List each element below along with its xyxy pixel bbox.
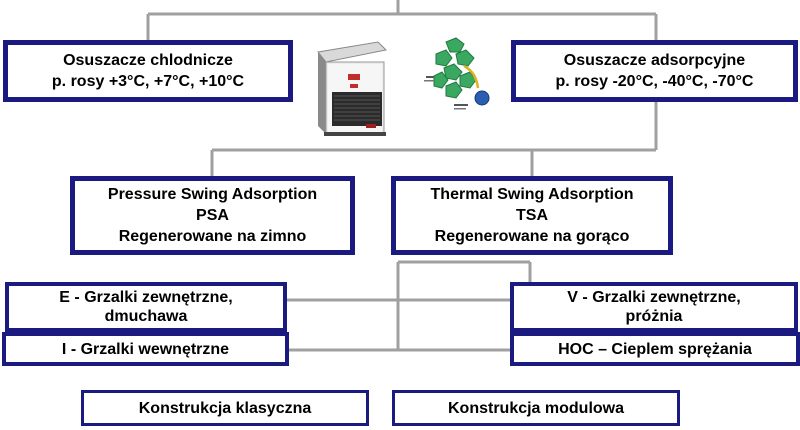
psa-regeneration: Regenerowane na zimno (118, 228, 307, 245)
tsa-title: Thermal Swing Adsorption (430, 186, 634, 203)
e-external-heaters-blower-box: E - Grzalki zewnętrzne, dmuchawa (5, 282, 287, 332)
adsorption-dew-points: p. rosy -20°C, -40°C, -70°C (555, 73, 754, 90)
hoc-box-label: HOC – Cieplem sprężania (558, 340, 752, 358)
v-box-line1: V - Grzalki zewnętrzne, (567, 289, 741, 306)
adsorbent-molecule-image (424, 37, 490, 110)
e-box-line2: dmuchawa (104, 308, 188, 325)
classic-construction-label: Konstrukcja klasyczna (138, 399, 312, 417)
modular-construction-box: Konstrukcja modulowa (392, 390, 680, 426)
classic-construction-box: Konstrukcja klasyczna (81, 390, 369, 426)
refrigeration-dryers-box: Osuszacze chlodnicze p. rosy +3°C, +7°C,… (3, 40, 293, 102)
dryer-unit-image (317, 41, 388, 136)
refrigeration-dew-points: p. rosy +3°C, +7°C, +10°C (51, 73, 245, 90)
psa-box: Pressure Swing Adsorption PSA Regenerowa… (70, 176, 355, 255)
refrigeration-dryers-title: Osuszacze chlodnicze (63, 52, 233, 69)
v-box-line2: próżnia (625, 308, 683, 325)
adsorption-dryers-title: Osuszacze adsorpcyjne (563, 52, 746, 69)
e-box-line1: E - Grzalki zewnętrzne, (59, 289, 233, 306)
i-internal-heaters-box: I - Grzalki wewnętrzne (2, 332, 289, 366)
adsorption-dryers-box: Osuszacze adsorpcyjne p. rosy -20°C, -40… (511, 40, 798, 102)
psa-abbreviation: PSA (196, 207, 229, 224)
modular-construction-label: Konstrukcja modulowa (447, 399, 625, 417)
psa-title: Pressure Swing Adsorption (107, 186, 318, 203)
hoc-heat-of-compression-box: HOC – Cieplem sprężania (510, 332, 800, 366)
tsa-abbreviation: TSA (516, 207, 548, 224)
tsa-box: Thermal Swing Adsorption TSA Regenerowan… (391, 176, 673, 255)
tsa-regeneration: Regenerowane na gorąco (434, 228, 630, 245)
v-external-heaters-vacuum-box: V - Grzalki zewnętrzne, próżnia (510, 282, 798, 332)
i-box-label: I - Grzalki wewnętrzne (61, 340, 230, 358)
